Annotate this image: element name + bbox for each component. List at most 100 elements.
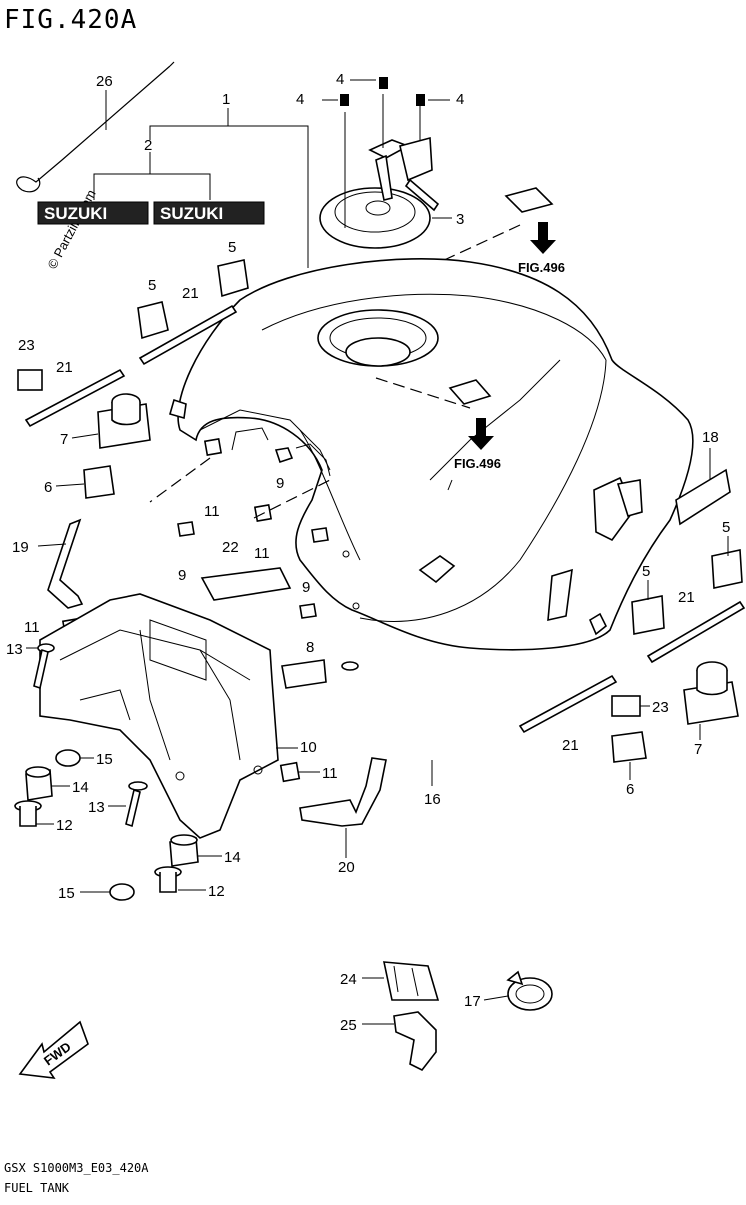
leader-11-dash-a xyxy=(149,457,211,503)
part-16-hose-end xyxy=(341,661,359,671)
callout-9a: 9 xyxy=(276,475,284,492)
leader-2-bracket xyxy=(93,173,211,200)
decal-lower xyxy=(448,379,492,405)
part-17-hose-clamp xyxy=(506,970,553,1011)
leader-1-bracket xyxy=(149,125,309,268)
leader-6-left xyxy=(55,483,85,487)
part-26-wire-hook xyxy=(16,61,175,193)
model-code: GSX S1000M3_E03_420A xyxy=(4,1161,149,1175)
part-21-left-lower xyxy=(24,368,126,428)
callout-22: 22 xyxy=(222,539,239,556)
callout-5-right-b: 5 xyxy=(642,563,650,580)
callout-21-left-upper: 21 xyxy=(182,285,199,302)
ref-lower: FIG.496 xyxy=(454,456,501,471)
part-16-hose-inner xyxy=(342,667,576,1140)
part-18-decal xyxy=(675,468,731,526)
callout-11a: 11 xyxy=(204,503,220,520)
leader-7-left xyxy=(71,433,99,439)
part-25-clip xyxy=(393,1011,437,1072)
emblem-left-text: SUZUKI xyxy=(44,204,107,223)
callout-20: 20 xyxy=(338,859,355,876)
leader-decal-lower xyxy=(375,377,471,409)
part-6-left-rubber xyxy=(83,465,115,499)
part-8-pad xyxy=(281,659,327,689)
callout-7-left: 7 xyxy=(60,431,68,448)
leader-decal-upper xyxy=(439,224,521,318)
part-15-grommet-upper xyxy=(55,749,81,767)
callout-5-right-a: 5 xyxy=(722,519,730,536)
part-9-bolts xyxy=(177,447,329,619)
part-5-left-a xyxy=(137,301,169,340)
callout-4a: 4 xyxy=(296,91,304,108)
callout-3: 3 xyxy=(456,211,464,228)
callout-4b: 4 xyxy=(336,71,344,88)
callout-23-right: 23 xyxy=(652,699,669,716)
part-7-right-damper xyxy=(683,661,739,725)
callout-21-right-lower: 21 xyxy=(562,737,579,754)
callout-2: 2 xyxy=(144,137,152,154)
callout-11d: 11 xyxy=(322,765,338,782)
part-20-bracket xyxy=(299,757,387,827)
part-23-right xyxy=(611,695,641,717)
callout-1: 1 xyxy=(222,91,230,108)
part-12-collar-lower xyxy=(154,866,182,893)
emblem-right-text: SUZUKI xyxy=(160,204,223,223)
callout-9b: 9 xyxy=(178,567,186,584)
callout-24: 24 xyxy=(340,971,357,988)
leader-19 xyxy=(37,543,67,547)
figure-name: FUEL TANK xyxy=(4,1181,70,1195)
figure-title: FIG.420A xyxy=(4,5,137,35)
part-15-grommet-lower xyxy=(109,883,135,901)
part-21-right-upper xyxy=(646,600,746,664)
callout-6-right: 6 xyxy=(626,781,634,798)
callout-13a: 13 xyxy=(6,641,23,658)
callout-4c: 4 xyxy=(456,91,464,108)
callout-21-left-lower: 21 xyxy=(56,359,73,376)
callout-14a: 14 xyxy=(72,779,89,796)
part-14-grommet-upper xyxy=(25,766,53,801)
decal-upper xyxy=(504,187,554,213)
callout-5-left-a: 5 xyxy=(148,277,156,294)
part-4-screws xyxy=(340,77,425,106)
callout-21-right-upper: 21 xyxy=(678,589,695,606)
part-2-emblem-left: SUZUKI xyxy=(37,201,149,225)
ref-arrow-upper xyxy=(530,222,556,254)
ref-arrow-lower xyxy=(468,418,494,450)
ref-upper: FIG.496 xyxy=(518,260,565,275)
callout-23-left: 23 xyxy=(18,337,35,354)
part-21-left-upper xyxy=(138,304,238,366)
part-2-emblem-right: SUZUKI xyxy=(153,201,265,225)
part-23-left xyxy=(17,369,43,391)
callout-15a: 15 xyxy=(96,751,113,768)
part-5-right-a xyxy=(711,549,743,589)
callout-12b: 12 xyxy=(208,883,225,900)
part-13-bolt-upper xyxy=(33,643,55,690)
part-5-left-b xyxy=(217,259,249,298)
callout-13b: 13 xyxy=(88,799,105,816)
part-5-right-b xyxy=(631,595,665,635)
watermark: © Partzilla.com xyxy=(44,187,98,271)
part-10-tank-base xyxy=(39,593,279,839)
part-7-left-damper xyxy=(97,393,151,449)
callout-10: 10 xyxy=(300,739,317,756)
fwd-arrow: FWD xyxy=(18,1020,89,1079)
leader-17 xyxy=(483,995,509,1001)
callout-12a: 12 xyxy=(56,817,73,834)
callout-11b: 11 xyxy=(254,545,270,562)
callout-16: 16 xyxy=(424,791,441,808)
part-21-right-lower xyxy=(518,674,618,734)
callout-25: 25 xyxy=(340,1017,357,1034)
part-13-bolt-lower xyxy=(125,781,148,828)
callout-26: 26 xyxy=(96,73,113,90)
callout-11c: 11 xyxy=(24,619,40,636)
part-12-collar-upper xyxy=(14,800,42,827)
part-19-bracket xyxy=(47,518,84,609)
callout-14b: 14 xyxy=(224,849,241,866)
part-14-grommet-lower xyxy=(169,834,199,867)
callout-8: 8 xyxy=(306,639,314,656)
callout-6-left: 6 xyxy=(44,479,52,496)
part-6-right-rubber xyxy=(611,731,647,763)
callout-17: 17 xyxy=(464,993,481,1010)
callout-9c: 9 xyxy=(302,579,310,596)
